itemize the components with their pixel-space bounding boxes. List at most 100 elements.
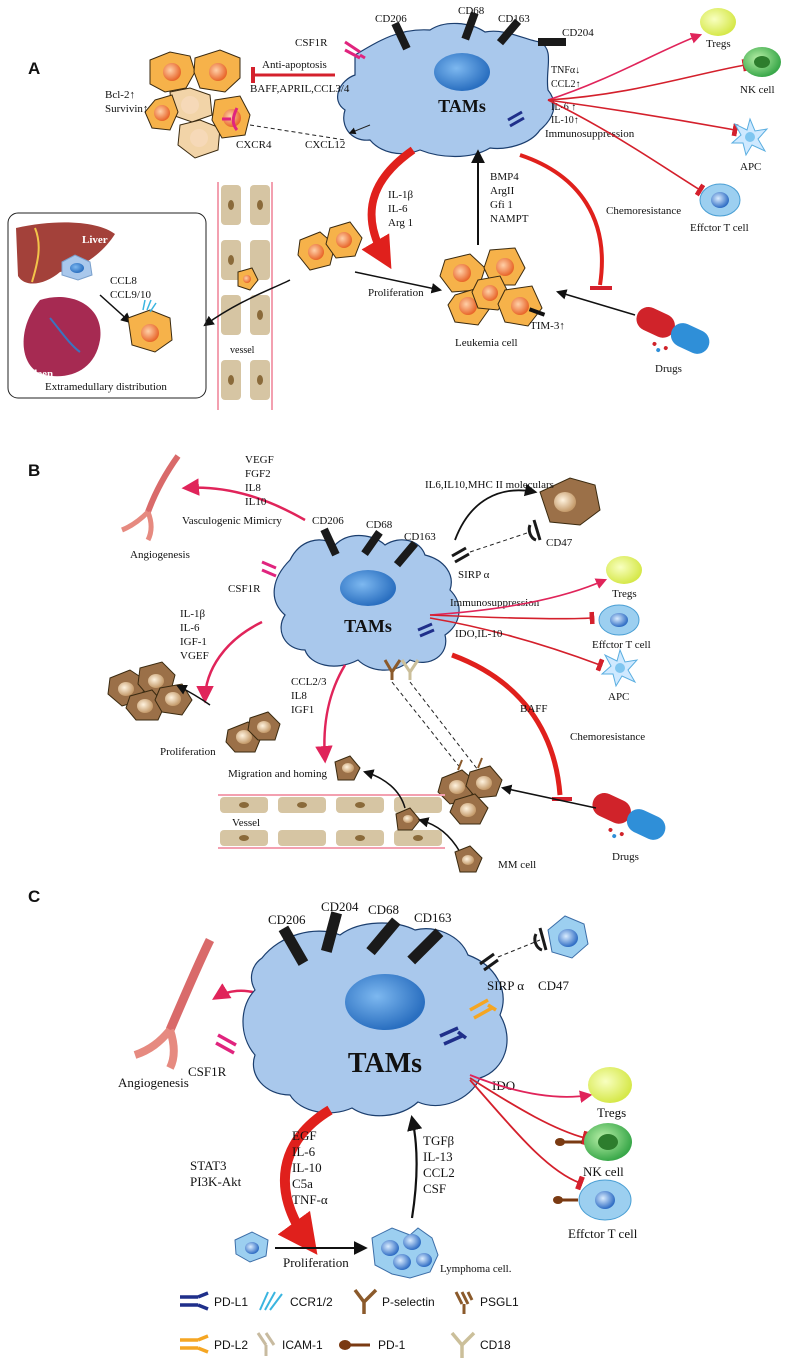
legend-pd-l1: PD-L1 — [214, 1295, 248, 1309]
nk-a-label: NK cell — [740, 84, 775, 96]
drugs-b-label: Drugs — [612, 851, 639, 863]
baff-b-label: BAFF — [520, 703, 548, 715]
treg-cell-b — [606, 556, 642, 584]
c-down-factor-3: C5a — [292, 1176, 313, 1191]
proliferation-c-label: Proliferation — [283, 1255, 349, 1270]
angiogenesis-c-label: Angiogenesis — [118, 1075, 189, 1090]
angiogenesis-b-label: Angiogenesis — [130, 549, 190, 561]
mm-cluster-b — [107, 661, 193, 721]
pd-l1-receptor-b — [417, 622, 435, 638]
ccr-icon — [259, 1291, 283, 1311]
proliferation-b-label: Proliferation — [160, 746, 216, 758]
ccl9-label: CCL9/10 — [110, 289, 151, 301]
sirpa-b-receptor — [451, 546, 470, 564]
cxcr4-label: CXCR4 — [236, 139, 272, 151]
panel-a-letter: A — [28, 59, 40, 78]
il10-label: IL-10↑ — [551, 115, 579, 126]
legend-ccr: CCR1/2 — [290, 1295, 333, 1309]
cd68-label: CD68 — [458, 5, 485, 17]
tregs-a-label: Tregs — [706, 38, 731, 50]
pd-1-nk — [555, 1138, 565, 1146]
panel-a-tam-nucleus — [434, 53, 490, 91]
c-down-factor-4: TNF-α — [292, 1192, 328, 1207]
pathway-1: PI3K-Akt — [190, 1174, 242, 1189]
drugs-a-label: Drugs — [655, 363, 682, 375]
liver-label: Liver — [82, 234, 108, 246]
anti-apoptosis-label: Anti-apoptosis — [262, 59, 327, 71]
tnf-label: TNFα↓ — [551, 65, 580, 76]
cd163-b-receptor — [393, 540, 419, 568]
mhc-label: IL6,IL10,MHC II moleculars — [425, 479, 554, 491]
legend: PD-L1 CCR1/2 P-selectin PSGL1 PD-L2 ICAM… — [180, 1288, 519, 1358]
extramedullary-label: Extramedullary distribution — [45, 381, 167, 393]
cd47-b-receptor — [527, 519, 542, 542]
panel-a-tam-cell — [337, 22, 555, 158]
chemoresistance-a-label: Chemoresistance — [606, 205, 681, 217]
angiogenesis-b-arrow — [181, 478, 306, 522]
a-down-factor-0: IL-1β — [388, 189, 414, 201]
angiogenesis-c-vessel — [165, 937, 215, 1032]
b-angio-factor-2: IL8 — [245, 482, 261, 494]
b-angio-factor-3: IL10 — [245, 496, 267, 508]
pd-1-effector — [553, 1196, 563, 1204]
migration-label: Migration and homing — [228, 768, 327, 780]
panel-c-tam-nucleus — [345, 974, 425, 1030]
cd68-b-label: CD68 — [366, 519, 393, 531]
ido-c-label: IDO — [492, 1078, 515, 1093]
drugs-a-arrow — [555, 289, 636, 316]
legend-psgl1: PSGL1 — [480, 1295, 519, 1309]
cd206-c-receptor — [278, 925, 309, 966]
immunosuppression-b-label: Immunosuppression — [450, 597, 540, 609]
migration-b-arrow — [315, 664, 347, 764]
sirpa-c-label: SIRP α — [487, 978, 524, 993]
b-prolif-factor-2: IGF-1 — [180, 636, 207, 648]
chemoresistance-b-label: Chemoresistance — [570, 731, 645, 743]
treg-arrow-a — [547, 32, 703, 101]
c-down-factor-1: IL-6 — [292, 1144, 316, 1159]
b-angio-factor-1: FGF2 — [245, 468, 271, 480]
cd68-c-label: CD68 — [368, 902, 399, 917]
a-up-factor-2: Gfi 1 — [490, 199, 513, 211]
cd204-c-receptor — [320, 911, 342, 953]
apc-a-label: APC — [740, 161, 761, 173]
a-down-factor-1: IL-6 — [388, 203, 408, 215]
b-mig-factor-2: IGF1 — [291, 704, 314, 716]
cd204-receptor — [538, 38, 566, 46]
legend-icam: ICAM-1 — [282, 1338, 323, 1352]
lymphoma-label: Lymphoma cell. — [440, 1263, 512, 1275]
drugs-capsule-b — [592, 793, 666, 840]
cd18-icon — [450, 1331, 476, 1358]
nk-inhibit-a — [547, 58, 749, 101]
legend-pd-l2: PD-L2 — [214, 1338, 248, 1352]
lymphoma-to-tam-arrow — [407, 1114, 423, 1219]
cxcl12-label: CXCL12 — [305, 139, 345, 151]
panel-b: B Angiogenesis VEGF FGF2 IL8 IL10 Vascul… — [28, 454, 666, 873]
b-prolif-factor-3: VGEF — [180, 650, 209, 662]
leukemia-cluster-center — [439, 247, 543, 327]
c-up-factor-3: CSF — [423, 1181, 446, 1196]
b-mig-factor-1: IL8 — [291, 690, 307, 702]
c-down-factor-2: IL-10 — [292, 1160, 322, 1175]
c-up-factor-1: IL-13 — [423, 1149, 453, 1164]
mm-pair-b — [225, 711, 281, 753]
vasculogenic-label: Vasculogenic Mimicry — [182, 515, 282, 527]
proliferation-a-label: Proliferation — [368, 287, 424, 299]
ccl2-label: CCL2↑ — [551, 79, 580, 90]
panel-b-tam-nucleus — [340, 570, 396, 606]
vessel-a — [217, 182, 273, 410]
apc-inhibit-a — [547, 99, 739, 137]
sirpa-b-label: SIRP α — [458, 569, 490, 581]
panel-b-letter: B — [28, 461, 40, 480]
proliferation-a-arrow — [354, 271, 443, 294]
cd47-c-receptor — [533, 927, 548, 952]
cd206-b-label: CD206 — [312, 515, 344, 527]
extramedullary-box — [7, 212, 207, 399]
b-angio-factor-0: VEGF — [245, 454, 274, 466]
vessel-b-label: Vessel — [232, 817, 260, 829]
cd68-receptor — [461, 11, 479, 41]
csf1r-b-label: CSF1R — [228, 583, 261, 595]
effector-b-label: Effctor T cell — [592, 639, 651, 651]
cxcl12-dash — [249, 124, 346, 141]
cd163-c-receptor — [407, 928, 444, 965]
ido-b-label: IDO,IL-10 — [455, 628, 503, 640]
